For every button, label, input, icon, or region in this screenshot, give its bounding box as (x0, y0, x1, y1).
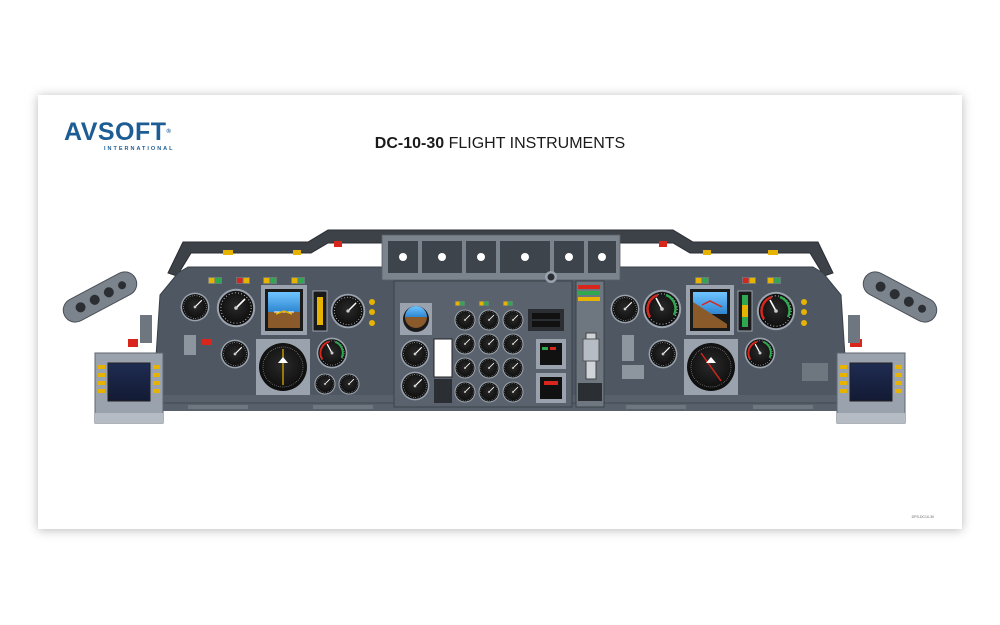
throttle-icon (575, 280, 605, 408)
captain-panel (128, 277, 375, 395)
title-model: DC-10-30 (374, 135, 445, 152)
cockpit-panel-illustration (62, 229, 938, 424)
logo-tagline: INTERNATIONAL (104, 146, 175, 152)
poster: AVSOFT® INTERNATIONAL DC-10-30 FLIGHT IN… (38, 95, 962, 529)
captain-hsi-icon (256, 339, 310, 395)
captain-adi-icon (261, 285, 307, 335)
page-title: DC-10-30 FLIGHT INSTRUMENTS (38, 135, 962, 153)
avsoft-logo: AVSOFT® INTERNATIONAL (64, 120, 194, 154)
fo-adi-icon (686, 285, 734, 335)
document-code: DPS-DC10-30 (911, 515, 934, 519)
fo-hsi-icon (684, 339, 738, 395)
logo-name: AVSOFT (64, 118, 167, 146)
title-subject: FLIGHT INSTRUMENTS (448, 135, 626, 152)
logo-registered-mark: ® (166, 129, 172, 135)
cdu-right (836, 352, 906, 424)
first-officer-panel (610, 277, 862, 395)
cdu-left (94, 352, 164, 424)
center-engine-panel (393, 271, 573, 408)
